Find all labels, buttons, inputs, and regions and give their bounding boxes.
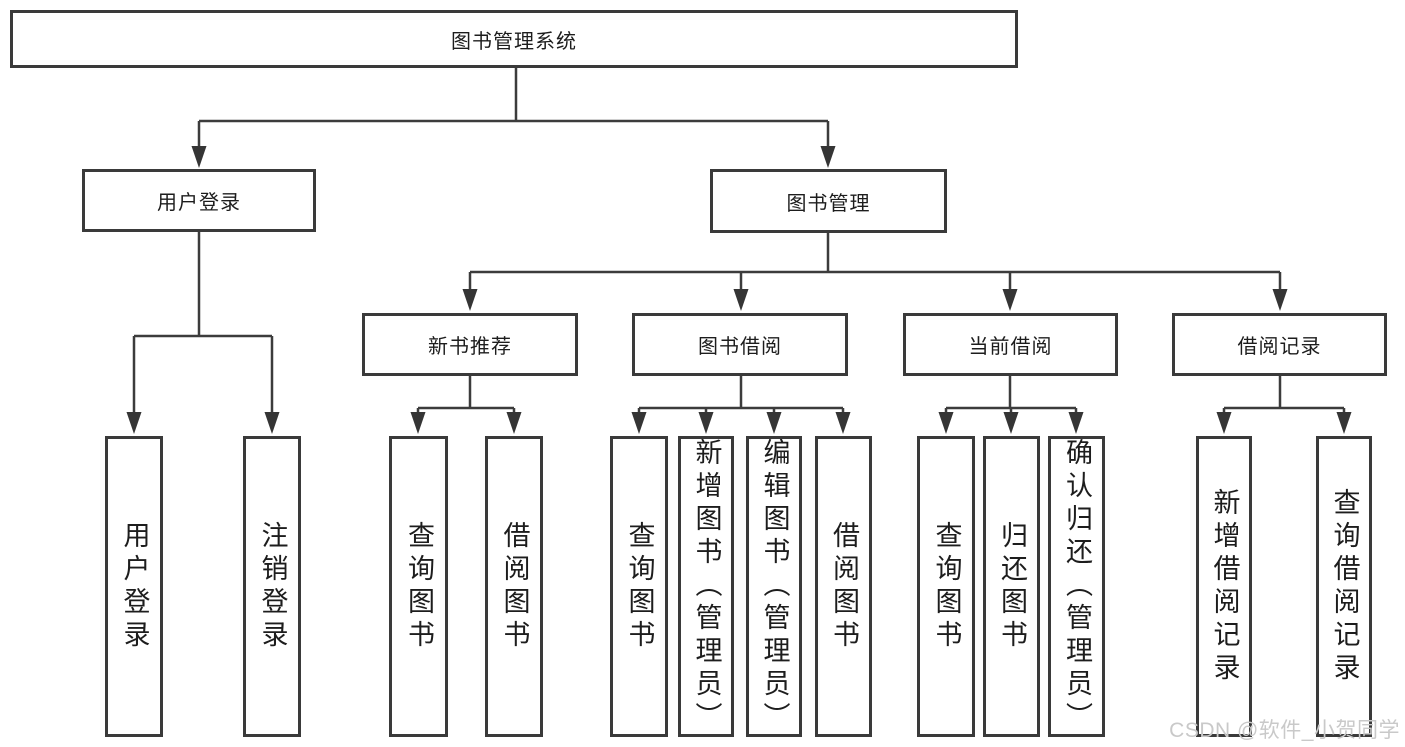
node-current-borrowing: 当前借阅 bbox=[903, 313, 1118, 376]
leaf-edit-books-admin-label: 编辑图书（管理员） bbox=[759, 438, 790, 735]
node-book-management-label: 图书管理 bbox=[786, 192, 871, 215]
leaf-current-query-books: 查询图书 bbox=[917, 436, 975, 737]
leaf-user-login-label: 用户登录 bbox=[119, 520, 150, 653]
leaf-add-borrow-record-label: 新增借阅记录 bbox=[1209, 487, 1240, 686]
leaf-query-borrow-record-label: 查询借阅记录 bbox=[1329, 487, 1360, 686]
leaf-borrow-query-books: 查询图书 bbox=[610, 436, 668, 737]
node-current-borrowing-label: 当前借阅 bbox=[968, 336, 1053, 358]
node-root-label: 图书管理系统 bbox=[451, 30, 577, 53]
leaf-newbook-borrow-books: 借阅图书 bbox=[485, 436, 543, 737]
leaf-confirm-return-admin-label: 确认归还（管理员） bbox=[1062, 438, 1092, 735]
leaf-current-query-books-label: 查询图书 bbox=[931, 520, 962, 653]
node-book-borrowing: 图书借阅 bbox=[632, 313, 848, 376]
leaf-add-books-admin-label: 新增图书（管理员） bbox=[691, 438, 722, 735]
leaf-edit-books-admin: 编辑图书（管理员） bbox=[746, 436, 802, 737]
leaf-return-books-label: 归还图书 bbox=[997, 520, 1027, 653]
leaf-newbook-query-books-label: 查询图书 bbox=[404, 520, 434, 653]
leaf-borrow-borrow-books: 借阅图书 bbox=[815, 436, 872, 737]
node-new-book-recommend: 新书推荐 bbox=[362, 313, 578, 376]
node-book-borrowing-label: 图书借阅 bbox=[698, 336, 782, 358]
node-borrowing-records: 借阅记录 bbox=[1172, 313, 1387, 376]
node-book-management: 图书管理 bbox=[710, 169, 947, 233]
node-root-system: 图书管理系统 bbox=[10, 10, 1018, 68]
leaf-query-borrow-record: 查询借阅记录 bbox=[1316, 436, 1372, 737]
leaf-borrow-query-books-label: 查询图书 bbox=[624, 520, 655, 653]
leaf-confirm-return-admin: 确认归还（管理员） bbox=[1048, 436, 1105, 737]
leaf-return-books: 归还图书 bbox=[983, 436, 1040, 737]
leaf-newbook-borrow-books-label: 借阅图书 bbox=[499, 520, 530, 653]
node-user-login-label: 用户登录 bbox=[157, 192, 241, 214]
leaf-newbook-query-books: 查询图书 bbox=[389, 436, 448, 737]
node-user-login: 用户登录 bbox=[82, 169, 316, 232]
node-borrowing-records-label: 借阅记录 bbox=[1237, 336, 1322, 358]
leaf-user-login: 用户登录 bbox=[105, 436, 163, 737]
node-new-book-recommend-label: 新书推荐 bbox=[428, 336, 512, 358]
leaf-borrow-borrow-books-label: 借阅图书 bbox=[829, 520, 859, 653]
leaf-add-books-admin: 新增图书（管理员） bbox=[678, 436, 734, 737]
leaf-logout: 注销登录 bbox=[243, 436, 301, 737]
leaf-add-borrow-record: 新增借阅记录 bbox=[1196, 436, 1252, 737]
leaf-logout-label: 注销登录 bbox=[257, 520, 288, 653]
